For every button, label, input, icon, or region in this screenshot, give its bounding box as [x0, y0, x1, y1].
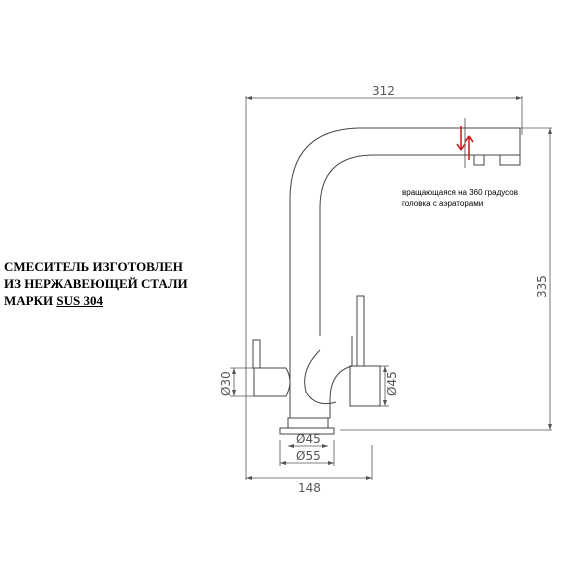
label-dia30: Ø30	[219, 371, 233, 396]
rotation-arrow-down	[464, 135, 474, 160]
arrowhead	[232, 390, 236, 396]
faucet-body	[289, 336, 353, 419]
spout-outer	[289, 127, 520, 336]
label-312: 312	[372, 84, 395, 98]
arrowhead	[288, 444, 294, 448]
rotation-arrow-up	[456, 126, 466, 151]
arrowhead	[246, 96, 252, 100]
arrowhead	[548, 128, 552, 134]
label-dia55: Ø55	[296, 449, 321, 463]
aerator-large	[499, 154, 521, 166]
label-148: 148	[298, 481, 321, 495]
spout-inner	[319, 154, 520, 336]
rotation-annotation: вращающаяся на 360 градусов головка с аэ…	[402, 187, 518, 209]
valve-bulge	[304, 349, 337, 405]
arrowhead	[548, 424, 552, 430]
label-dia45-spout: Ø45	[385, 371, 399, 396]
arrowhead	[280, 461, 286, 465]
spec-line-3-prefix: МАРКИ	[4, 293, 57, 308]
annotation-line-2: головка с аэраторами	[402, 199, 484, 208]
material-spec: СМЕСИТЕЛЬ ИЗГОТОВЛЕН ИЗ НЕРЖАВЕЮЩЕЙ СТАЛ…	[4, 258, 188, 309]
label-335: 335	[535, 275, 549, 298]
base-flange	[279, 427, 335, 435]
base-ring	[287, 417, 329, 429]
left-lever	[252, 339, 261, 369]
arrowhead	[383, 366, 387, 372]
left-valve-body	[253, 367, 291, 397]
spec-line-2: ИЗ НЕРЖАВЕЮЩЕЙ СТАЛИ	[4, 276, 188, 291]
annotation-line-1: вращающаяся на 360 градусов	[402, 188, 518, 197]
arrowhead	[322, 444, 328, 448]
rotation-arrows	[456, 126, 474, 160]
arrowhead	[232, 368, 236, 374]
right-lever	[356, 295, 365, 367]
right-valve-body	[349, 365, 381, 407]
arrowhead	[366, 476, 372, 480]
spec-line-3: МАРКИ SUS 304	[4, 292, 188, 309]
arrowhead	[516, 96, 522, 100]
spec-line-1: СМЕСИТЕЛЬ ИЗГОТОВЛЕН	[4, 259, 183, 274]
arrowhead	[246, 476, 252, 480]
label-dia45-base: Ø45	[296, 432, 321, 446]
spec-material: SUS 304	[56, 293, 103, 308]
arrowhead	[328, 461, 334, 465]
aerator-small	[473, 154, 485, 166]
arrowhead	[383, 400, 387, 406]
faucet-outline	[252, 118, 521, 435]
